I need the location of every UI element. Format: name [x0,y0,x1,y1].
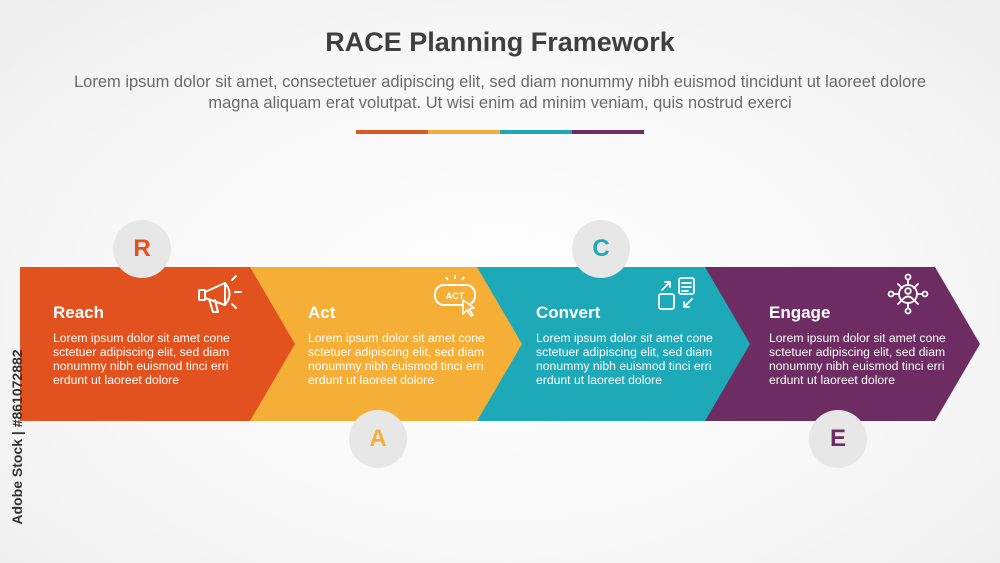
letter-badge-a: A [349,410,407,468]
step-act: Act Lorem ipsum dolor sit amet cone scte… [308,303,508,387]
letter-badge-r: R [113,220,171,278]
step-description: Lorem ipsum dolor sit amet cone sctetuer… [53,331,230,387]
step-title: Convert [536,303,601,322]
segment-engage [700,267,980,421]
step-description: Lorem ipsum dolor sit amet cone sctetuer… [769,331,946,387]
page-subtitle: Lorem ipsum dolor sit amet, consectetuer… [73,73,927,112]
segment-convert [472,267,750,421]
act-icon-label: ACT [446,291,465,301]
step-reach: Reach Lorem ipsum dolor sit amet cone sc… [53,303,253,387]
stock-watermark: Adobe Stock | #861072882 [4,322,30,552]
divider-segment-1 [356,130,428,134]
letter-badge-e: E [809,410,867,468]
divider-segment-3 [500,130,572,134]
divider-segment-2 [428,130,500,134]
act-button-icon: ACT [434,275,476,317]
letter-badge-c: C [572,220,630,278]
step-title: Reach [53,303,105,322]
megaphone-icon [198,275,242,313]
color-divider [356,130,644,134]
conversion-icon [658,277,695,310]
page-title: RACE Planning Framework [325,27,675,57]
divider-segment-4 [572,130,644,134]
step-description: Lorem ipsum dolor sit amet cone sctetuer… [536,331,713,387]
network-user-icon [887,273,929,315]
step-title: Engage [769,303,831,322]
step-convert: Convert Lorem ipsum dolor sit amet cone … [536,303,736,387]
step-title: Act [308,303,336,322]
segment-reach [20,267,295,421]
watermark-text: Adobe Stock | #861072882 [9,349,25,525]
step-engage: Engage Lorem ipsum dolor sit amet cone s… [769,303,969,387]
step-description: Lorem ipsum dolor sit amet cone sctetuer… [308,331,485,387]
